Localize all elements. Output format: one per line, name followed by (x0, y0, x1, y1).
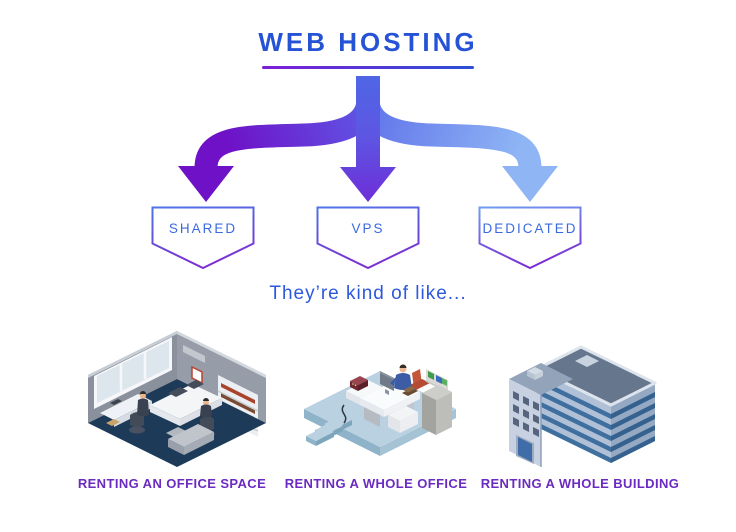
worker-sitting (200, 398, 212, 418)
badge-label-shared: SHARED (168, 221, 238, 236)
badge-label-dedicated: DEDICATED (482, 221, 578, 236)
windows (94, 337, 172, 409)
arrow-to-dedicated (356, 76, 558, 202)
hosting-type-badge-dedicated: DEDICATED (478, 206, 582, 270)
hosting-type-badge-shared: SHARED (151, 206, 255, 270)
worker-standing (137, 391, 149, 417)
power-cable (341, 404, 347, 424)
illustration-whole-office (304, 364, 456, 456)
monitor (380, 371, 394, 395)
badge-border (151, 206, 255, 270)
branch-arrows (178, 76, 558, 202)
cardboard-box (106, 419, 120, 426)
cabinet (388, 406, 418, 433)
badge-border (316, 206, 420, 270)
caption-whole-office: RENTING A WHOLE OFFICE (284, 476, 468, 491)
page-title: WEB HOSTING (258, 27, 478, 57)
caption-whole-building: RENTING A WHOLE BUILDING (480, 476, 680, 491)
title-underline (262, 66, 474, 69)
building-wing (535, 345, 657, 463)
illustration-office-space (88, 331, 266, 467)
hosting-type-badge-vps: VPS (316, 206, 420, 270)
caption-office-space: RENTING AN OFFICE SPACE (77, 476, 267, 491)
building-tower (509, 363, 573, 467)
partition-shelf (422, 369, 452, 435)
sofa (166, 424, 214, 455)
badge-label-vps: VPS (351, 221, 385, 236)
arrow-to-shared (178, 76, 380, 202)
badge-border (478, 206, 582, 270)
illustration-whole-building (509, 345, 657, 467)
arrow-to-vps (340, 76, 396, 202)
subtitle-text: They’re kind of like... (269, 283, 467, 304)
tower-windows (513, 391, 539, 437)
desk-books (402, 386, 418, 396)
server-unit (350, 376, 368, 391)
entrance-door (518, 437, 532, 462)
office-worker (390, 364, 430, 391)
